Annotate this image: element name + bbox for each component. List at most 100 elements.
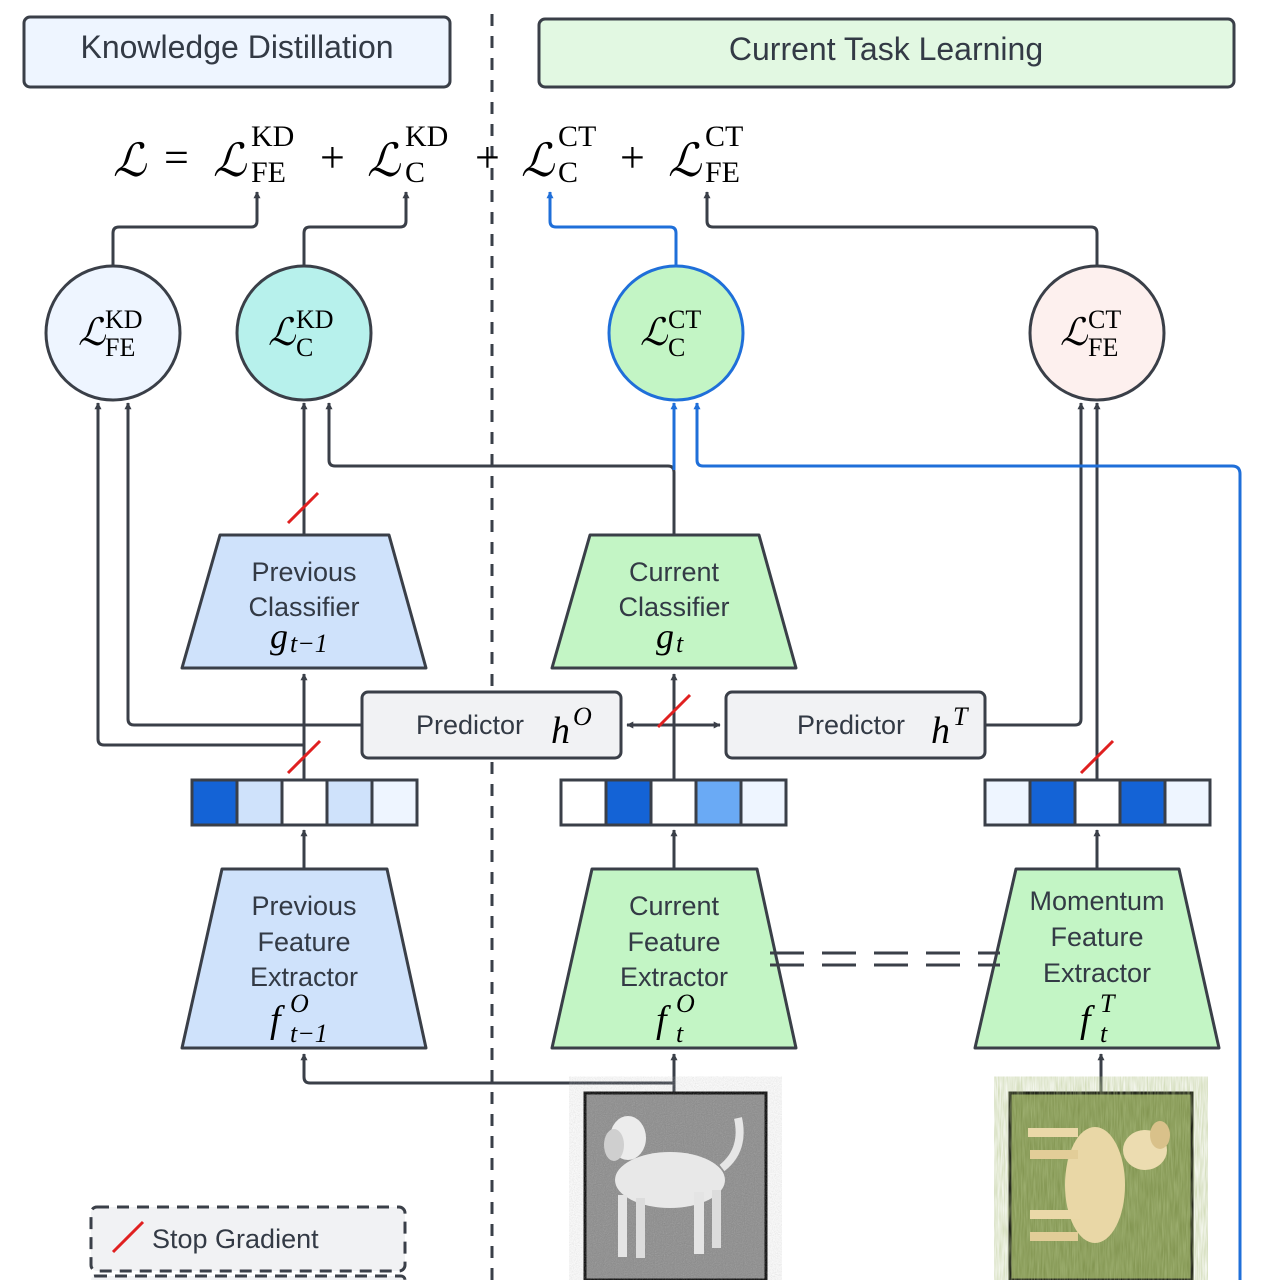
stop-gradient-mark <box>1079 739 1115 775</box>
feature-vector-momentum <box>983 778 1212 827</box>
svg-text:ℒ: ℒ <box>668 135 702 186</box>
svg-text:=: = <box>164 133 189 182</box>
stop-gradient-mark <box>286 491 320 525</box>
svg-text:+: + <box>475 133 500 182</box>
svg-text:KD: KD <box>405 120 448 153</box>
svg-text:KD: KD <box>251 120 294 153</box>
stop-gradient-mark <box>656 693 692 729</box>
svg-text:KD: KD <box>296 305 334 334</box>
svg-text:Current: Current <box>629 891 720 921</box>
svg-text:C: C <box>296 333 313 362</box>
svg-text:KD: KD <box>105 305 143 334</box>
svg-text:+: + <box>620 133 645 182</box>
svg-text:Feature: Feature <box>1050 922 1143 952</box>
svg-text:g: g <box>270 616 288 656</box>
loss-node-ct-fe: ℒ CT FE <box>1028 264 1166 402</box>
svg-text:t−1: t−1 <box>290 629 328 658</box>
svg-text:ℒ: ℒ <box>78 312 107 354</box>
feature-cell <box>235 778 284 827</box>
svg-text:CT: CT <box>705 120 743 153</box>
feature-cell <box>1118 778 1167 827</box>
feature-cell <box>370 778 419 827</box>
kd-title: Knowledge Distillation <box>80 29 393 65</box>
svg-text:FE: FE <box>105 333 135 362</box>
feature-cell <box>325 778 374 827</box>
predictor-h-t: Predictor h T <box>724 690 987 760</box>
previous-classifier: Previous Classifier g t−1 <box>180 533 428 670</box>
svg-text:ℒ: ℒ <box>213 135 247 186</box>
total-loss-equation: ℒ = ℒ KD FE + ℒ KD C + ℒ CT C + ℒ CT FE <box>113 120 743 189</box>
feature-vector-current <box>559 778 788 827</box>
svg-text:h: h <box>551 710 570 752</box>
ct-c-input-arrows <box>670 402 1242 1280</box>
svg-text:g: g <box>656 616 674 656</box>
svg-text:Extractor: Extractor <box>250 962 358 992</box>
svg-text:Classifier: Classifier <box>618 592 729 622</box>
svg-text:C: C <box>558 156 578 189</box>
current-task-learning-header: Current Task Learning <box>537 17 1236 89</box>
svg-text:Predictor: Predictor <box>416 710 524 740</box>
feature-cell <box>1073 778 1122 827</box>
feature-cell <box>280 778 329 827</box>
svg-text:Extractor: Extractor <box>1043 958 1151 988</box>
input-image-grayscale <box>583 1091 768 1280</box>
svg-text:Previous: Previous <box>251 557 356 587</box>
feature-cell <box>1028 778 1077 827</box>
current-classifier: Current Classifier g t <box>550 533 798 670</box>
svg-text:T: T <box>953 702 969 731</box>
legend-stop-gradient: Stop Gradient <box>89 1205 407 1280</box>
svg-text:FE: FE <box>1088 333 1118 362</box>
svg-text:Previous: Previous <box>251 891 356 921</box>
feature-cell <box>190 778 239 827</box>
svg-text:CT: CT <box>558 120 596 153</box>
svg-text:O: O <box>676 989 695 1018</box>
svg-text:ℒ: ℒ <box>113 135 147 186</box>
svg-text:h: h <box>931 710 950 752</box>
svg-text:Predictor: Predictor <box>797 710 905 740</box>
legend-label: Stop Gradient <box>152 1224 319 1254</box>
stop-gradient-mark <box>286 739 322 775</box>
svg-text:ℒ: ℒ <box>367 135 401 186</box>
feature-vector-previous <box>190 778 419 827</box>
svg-text:ℒ: ℒ <box>521 135 555 186</box>
current-feature-extractor: Current Feature Extractor f O t <box>550 867 798 1050</box>
ct-classifier-loss-arrow <box>546 191 678 266</box>
loss-node-kd-fe: ℒ KD FE <box>44 264 182 402</box>
momentum-update-link <box>770 951 1000 967</box>
ct-title: Current Task Learning <box>729 31 1043 67</box>
feature-cell <box>1163 778 1212 827</box>
image-to-extractor-arrows <box>300 1053 1105 1093</box>
svg-text:O: O <box>290 989 309 1018</box>
svg-text:Feature: Feature <box>627 927 720 957</box>
svg-text:ℒ: ℒ <box>1060 312 1089 354</box>
svg-text:Momentum: Momentum <box>1029 886 1164 916</box>
stop-gradient-marks <box>286 491 1115 775</box>
svg-text:T: T <box>1100 989 1116 1018</box>
loss-node-kd-c: ℒ KD C <box>235 264 373 402</box>
svg-text:CT: CT <box>1088 305 1121 334</box>
svg-text:FE: FE <box>251 156 286 189</box>
previous-feature-extractor: Previous Feature Extractor f O t−1 <box>180 867 428 1050</box>
svg-text:Feature: Feature <box>257 927 350 957</box>
feature-cell <box>694 778 743 827</box>
loss-to-equation-arrows <box>111 191 1099 266</box>
predictor-h-o: Predictor h O <box>360 690 623 760</box>
stop-gradient-mark <box>111 1220 145 1254</box>
svg-text:C: C <box>405 156 425 189</box>
loss-node-ct-c: ℒ CT C <box>607 264 745 402</box>
svg-text:O: O <box>573 702 592 731</box>
extractor-to-vector-arrows <box>300 829 1101 869</box>
svg-text:C: C <box>668 333 685 362</box>
svg-text:t: t <box>676 1019 684 1048</box>
svg-text:t: t <box>1100 1019 1108 1048</box>
momentum-feature-extractor: Momentum Feature Extractor f T t <box>973 867 1221 1050</box>
svg-text:t−1: t−1 <box>290 1019 328 1048</box>
svg-text:t: t <box>676 629 684 658</box>
feature-cell <box>559 778 608 827</box>
knowledge-distillation-header: Knowledge Distillation <box>22 15 452 89</box>
svg-text:+: + <box>320 133 345 182</box>
feature-cell <box>983 778 1032 827</box>
svg-text:Current: Current <box>629 557 720 587</box>
svg-text:Classifier: Classifier <box>248 592 359 622</box>
